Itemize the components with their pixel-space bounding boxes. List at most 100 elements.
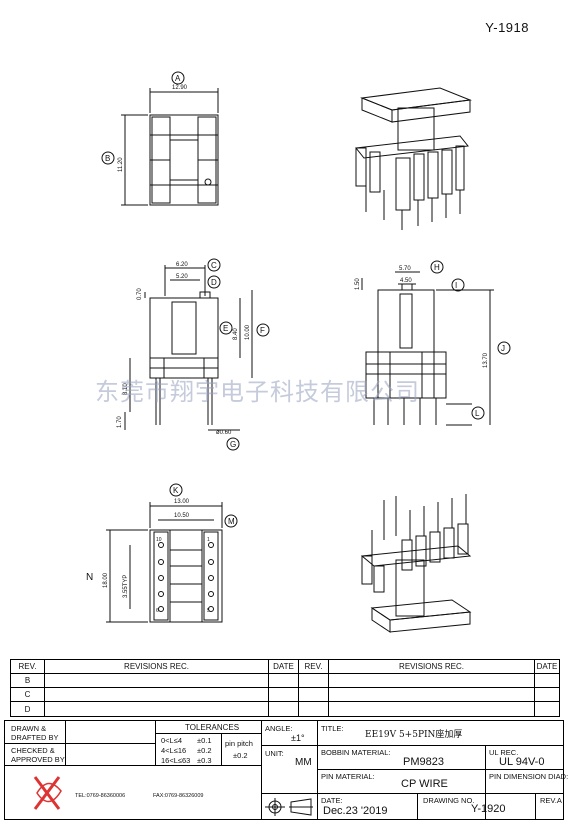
- dim-b-text: 11.20: [118, 157, 124, 172]
- tolerances-label: TOLERANCES: [185, 723, 240, 732]
- dim-150-text: 1.50: [355, 278, 361, 290]
- ul-rec-label: UL REC.: [489, 748, 519, 757]
- callout-b: B: [105, 154, 110, 163]
- pin-label-6: 6: [156, 608, 159, 614]
- date-header-right: DATE: [535, 660, 559, 674]
- callout-k: K: [173, 486, 179, 495]
- drawing-code: Y-1918: [485, 20, 529, 35]
- ul-rec-value: UL 94V-0: [499, 756, 545, 768]
- title-value: EE19V 5+5PIN座加厚: [365, 730, 463, 740]
- callout-d: D: [211, 278, 217, 287]
- tol-range-3: 16<L≤63: [161, 756, 191, 765]
- callout-a: A: [175, 74, 181, 83]
- rev-row-c-right-date: [535, 688, 559, 702]
- date-label: DATE:: [321, 796, 343, 805]
- front-view: [124, 258, 270, 451]
- pin-label-10: 10: [156, 537, 162, 543]
- checked-label: CHECKED &: [11, 746, 55, 755]
- pin-dimension-label: PIN DIMENSION DIAD:: [489, 772, 569, 781]
- rev-a-label: REV.A: [540, 796, 562, 805]
- pin-label-1: 1: [207, 537, 210, 543]
- rev-row-c-right: [299, 688, 329, 702]
- drawn-label: DRAWN &: [11, 724, 47, 733]
- rev-row-b-right: [299, 674, 329, 688]
- rev-row-d-right: [299, 702, 329, 716]
- dim-g-text: ø0.60: [216, 430, 232, 436]
- pin-label-5: 5: [207, 608, 210, 614]
- rev-row-b-rec: [45, 674, 269, 688]
- dim-n-text: 18.00: [103, 572, 109, 588]
- callout-i: I: [455, 281, 457, 290]
- dim-a-text: 12.90: [172, 85, 188, 91]
- tol-value-1: ±0.1: [197, 736, 212, 745]
- rev-row-d-date: [269, 702, 299, 716]
- callout-n: N: [86, 572, 93, 583]
- revisions-rec-header-left: REVISIONS REC.: [45, 660, 269, 674]
- unit-value: MM: [295, 757, 312, 768]
- pin-pitch-label: pin pitch: [225, 739, 253, 748]
- tol-value-3: ±0.3: [197, 756, 212, 765]
- technical-drawing: 12.90 11.20 A B: [86, 71, 511, 633]
- iso-view-bottom: [360, 494, 472, 633]
- watermark: 东莞市翔宇电子科技有限公司: [95, 378, 420, 406]
- dim-170-text: 1.70: [117, 416, 123, 428]
- rev-row-c-date: [269, 688, 299, 702]
- pin-pitch-value: ±0.2: [233, 751, 248, 760]
- dim-e-text: 8.40: [233, 328, 239, 340]
- company-logo: [33, 776, 62, 810]
- pin-material-label: PIN MATERIAL:: [321, 772, 375, 781]
- callout-f: F: [260, 326, 265, 335]
- dim-355-text: 3.55TYP: [123, 575, 129, 598]
- top-view: [101, 71, 219, 206]
- callout-j: J: [501, 344, 505, 353]
- date-header-left: DATE: [269, 660, 299, 674]
- revisions-table: REV. REVISIONS REC. DATE REV. REVISIONS …: [10, 659, 560, 717]
- callout-h: H: [434, 263, 440, 272]
- rev-row-c-rec: [45, 688, 269, 702]
- drafted-label: DRAFTED BY: [11, 733, 59, 742]
- bottom-view: [106, 483, 238, 623]
- rev-row-d-right-rec: [329, 702, 535, 716]
- title-block: DRAWN & DRAFTED BY CHECKED & APPROVED BY…: [4, 720, 568, 820]
- rev-header-left: REV.: [11, 660, 45, 674]
- dim-i-text: 4.50: [400, 278, 412, 284]
- callout-e: E: [223, 324, 228, 333]
- side-view: [361, 260, 511, 426]
- rev-row-d-right-date: [535, 702, 559, 716]
- drawing-no-label: DRAWING NO.: [423, 796, 475, 805]
- rev-row-d: D: [11, 702, 45, 716]
- dim-j-text: 13.70: [483, 352, 489, 368]
- callout-c: C: [211, 261, 217, 270]
- dim-070-text: 0.70: [137, 288, 143, 300]
- bobbin-material-value: PM9823: [403, 756, 444, 768]
- iso-view-top: [355, 87, 472, 230]
- rev-row-c-right-rec: [329, 688, 535, 702]
- angle-value: ±1°: [291, 733, 305, 743]
- callout-m: M: [228, 517, 235, 526]
- approved-label: APPROVED BY: [11, 755, 65, 764]
- dim-f-text: 10.00: [245, 324, 251, 340]
- angle-label: ANGLE:: [265, 724, 293, 733]
- rev-row-b: B: [11, 674, 45, 688]
- revisions-rec-header-right: REVISIONS REC.: [329, 660, 535, 674]
- tol-range-1: 0<L≤4: [161, 736, 183, 745]
- projection-symbol-icon: [265, 798, 313, 816]
- bobbin-material-label: BOBBIN MATERIAL:: [321, 748, 391, 757]
- rev-row-d-rec: [45, 702, 269, 716]
- pin-material-value: CP WIRE: [401, 778, 448, 790]
- dim-810-text: 8.10: [123, 383, 129, 395]
- tol-range-2: 4<L≤16: [161, 746, 187, 755]
- title-label: TITLE:: [321, 724, 344, 733]
- dim-h-text: 5.70: [399, 266, 411, 272]
- dim-d-text: 5.20: [176, 274, 188, 280]
- rev-row-c: C: [11, 688, 45, 702]
- fax-text: FAX:0769-86326009: [153, 793, 204, 799]
- unit-label: UNIT:: [265, 749, 284, 758]
- drawing-no-value: Y-1920: [471, 803, 506, 815]
- dim-c-text: 6.20: [176, 262, 188, 268]
- tel-text: TEL:0769-86360006: [75, 793, 126, 799]
- date-value: Dec.23 '2019: [323, 805, 388, 817]
- rev-row-b-right-date: [535, 674, 559, 688]
- rev-header-right: REV.: [299, 660, 329, 674]
- rev-row-b-date: [269, 674, 299, 688]
